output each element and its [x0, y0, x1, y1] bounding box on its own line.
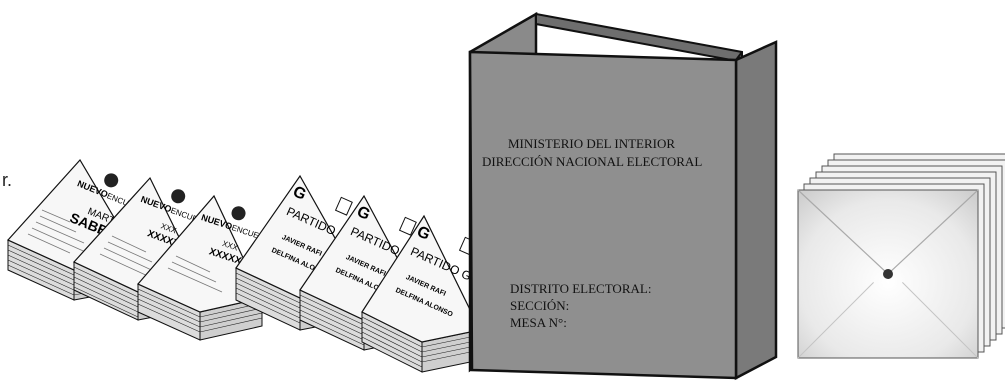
left-text-fragment: r.	[2, 170, 12, 190]
ballot-box-front-panel	[468, 50, 738, 380]
checkbox-icon	[334, 196, 353, 216]
envelope	[797, 189, 979, 359]
ballot-box-side-panel	[734, 40, 778, 381]
table-number-field-label: MESA N°:	[510, 315, 567, 330]
ballot-stack-nuevo-3: NUEVO ENCUENTRO XXX XXXXXX	[137, 194, 281, 341]
party-logo-icon	[104, 173, 119, 188]
directorate-label: DIRECCIÓN NACIONAL ELECTORAL	[482, 154, 702, 169]
checkbox-icon	[398, 216, 417, 236]
party-logo-icon	[171, 189, 186, 204]
envelope-stack	[797, 153, 1005, 359]
ballot-stacks: NUEVO ENCUENTRO MARTIN SABBATELLA	[7, 158, 492, 373]
district-field-label: DISTRITO ELECTORAL:	[510, 281, 651, 296]
shield-icon	[883, 269, 893, 279]
ballot-box: MINISTERIO DEL INTERIOR DIRECCIÓN NACION…	[468, 11, 778, 381]
party-logo-icon	[231, 206, 246, 221]
section-field-label: SECCIÓN:	[510, 298, 569, 313]
ministry-label: MINISTERIO DEL INTERIOR	[508, 136, 675, 151]
